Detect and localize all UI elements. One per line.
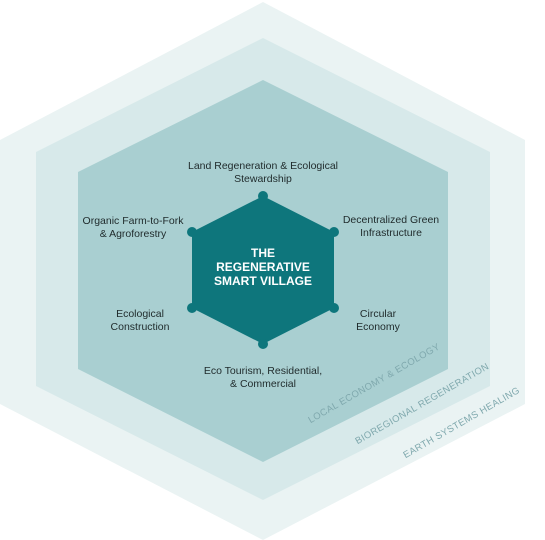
node-dot-top xyxy=(258,191,268,201)
core-hexagon xyxy=(192,196,334,344)
pillar-label-line: Economy xyxy=(356,321,400,333)
pillar-eco-tourism: Eco Tourism, Residential, & Commercial xyxy=(183,365,343,391)
pillar-organic-farm: Organic Farm-to-Fork & Agroforestry xyxy=(73,215,193,241)
pillar-label-line: Land Regeneration & Ecological xyxy=(187,160,339,172)
pillar-circular-economy: Circular Economy xyxy=(338,308,418,334)
pillar-label-line: & Agroforestry xyxy=(99,228,167,240)
core-title-line: SMART VILLAGE xyxy=(214,274,312,288)
core-title-line: THE xyxy=(251,246,275,260)
pillar-green-infrastructure: Decentralized Green Infrastructure xyxy=(336,214,446,240)
pillar-ecological-construction: Ecological Construction xyxy=(100,308,180,334)
pillar-label-line: Circular xyxy=(359,308,397,320)
pillar-label-line: Stewardship xyxy=(234,173,292,185)
pillar-label-line: Infrastructure xyxy=(360,227,422,239)
node-dot-bottom xyxy=(258,339,268,349)
node-dot-top-left xyxy=(187,227,197,237)
node-dot-bottom-left xyxy=(187,303,197,313)
pillar-label-line: Ecological xyxy=(116,308,164,320)
pillar-label-line: Organic Farm-to-Fork xyxy=(82,215,184,227)
node-dot-bottom-right xyxy=(329,303,339,313)
node-dot-top-right xyxy=(329,227,339,237)
pillar-land-regeneration: Land Regeneration & Ecological Stewardsh… xyxy=(163,160,363,186)
pillar-label-line: Eco Tourism, Residential, xyxy=(203,365,323,377)
core-title: THE REGENERATIVE SMART VILLAGE xyxy=(197,246,329,288)
pillar-label-line: & Commercial xyxy=(230,378,296,390)
pillar-label-line: Decentralized Green xyxy=(342,214,440,226)
core-title-line: REGENERATIVE xyxy=(216,260,310,274)
pillar-label-line: Construction xyxy=(110,321,170,333)
